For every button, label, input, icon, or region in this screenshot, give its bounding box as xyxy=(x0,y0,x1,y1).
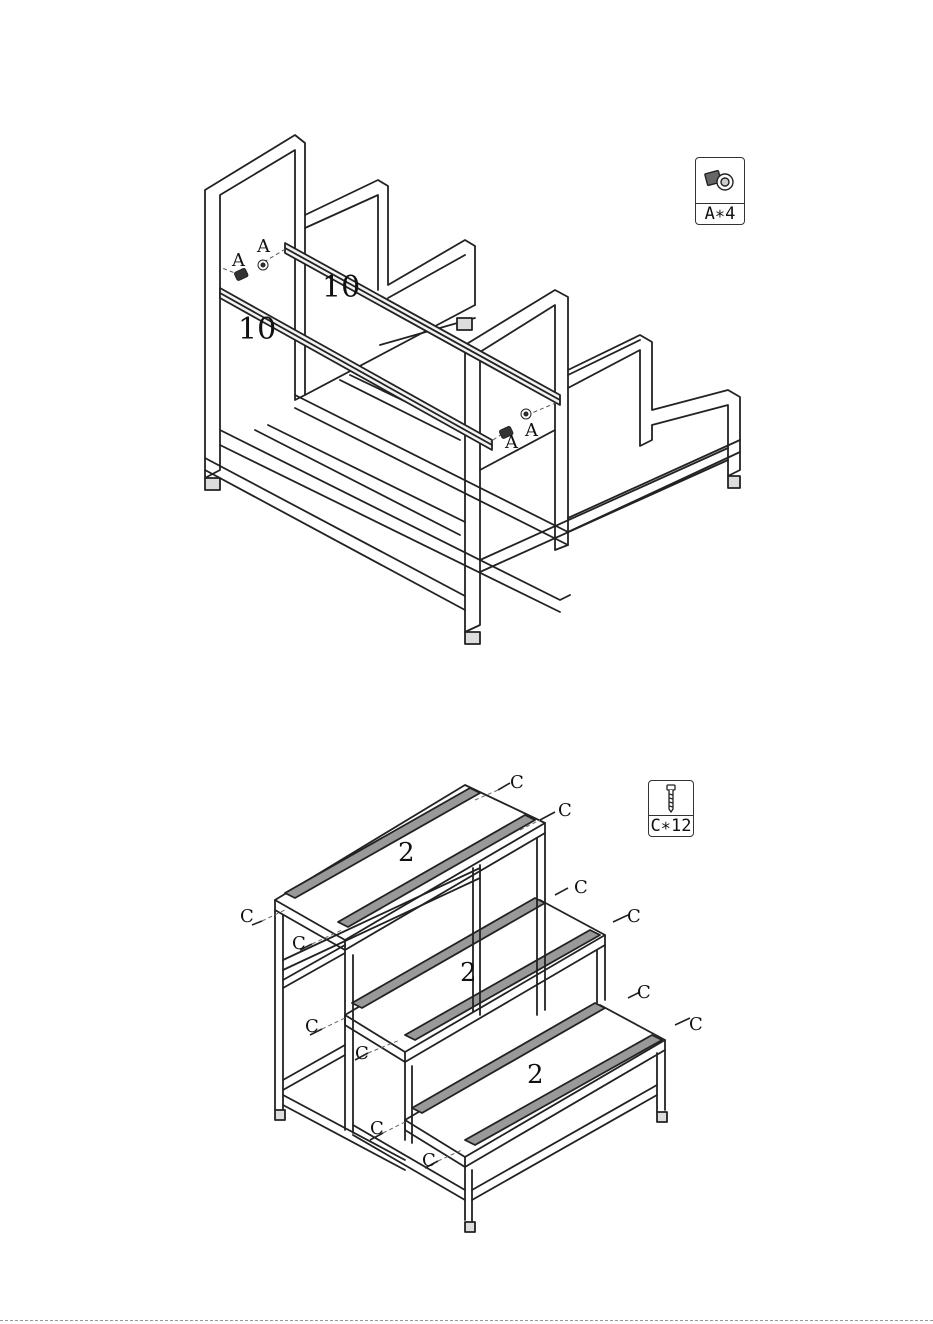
screw-label-c: C xyxy=(637,982,651,1003)
screw-label-c: C xyxy=(574,877,588,898)
screw-label-c: C xyxy=(240,906,254,927)
screw-label-a: A xyxy=(257,236,270,257)
hardware-count-c: C∗12 xyxy=(649,815,693,836)
bolt-icon xyxy=(696,158,744,202)
screw-label-c: C xyxy=(422,1150,436,1171)
board-label: 2 xyxy=(527,1060,544,1090)
screw-icon xyxy=(649,781,693,815)
base-frame xyxy=(220,430,570,600)
screw-label-a: A xyxy=(525,420,538,441)
screw-label-c: C xyxy=(305,1016,319,1037)
screw-label-c: C xyxy=(355,1043,369,1064)
screw-label-c: C xyxy=(370,1118,384,1139)
screw-label-c: C xyxy=(510,772,524,793)
screw-label-c: C xyxy=(558,800,572,821)
board-label: 2 xyxy=(460,958,477,988)
back-left-frame xyxy=(205,135,305,478)
page-bottom-border xyxy=(0,1320,933,1321)
screw-label-a: A xyxy=(232,250,245,271)
tube-callout-lower: 10 xyxy=(238,312,276,347)
tube-callout-upper: 10 xyxy=(322,270,360,305)
screw-label-c: C xyxy=(689,1014,703,1035)
screw-label-c: C xyxy=(627,906,641,927)
hardware-badge-c: C∗12 xyxy=(648,780,694,837)
hardware-count-a: A∗4 xyxy=(696,203,744,224)
front-step-frame xyxy=(465,290,568,632)
board-label: 2 xyxy=(398,838,415,868)
screw-label-a: A xyxy=(505,432,518,453)
frame-diagram xyxy=(0,0,933,700)
screw-label-c: C xyxy=(292,933,306,954)
hardware-badge-a: A∗4 xyxy=(695,157,745,225)
